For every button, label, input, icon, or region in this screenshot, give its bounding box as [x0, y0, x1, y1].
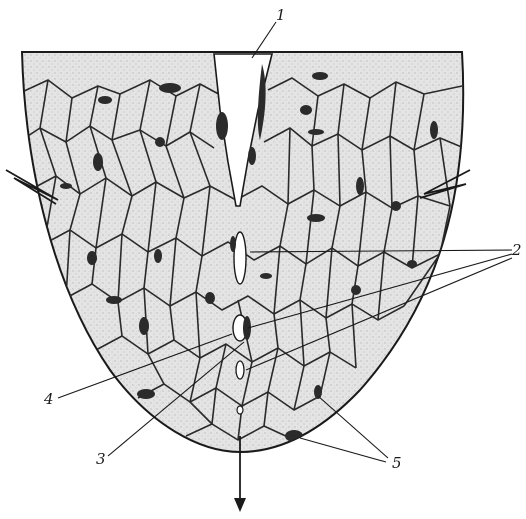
inclusion — [106, 296, 122, 304]
inclusion — [159, 83, 181, 93]
inclusion — [312, 72, 328, 80]
inclusion — [351, 285, 361, 295]
leader-line-5b — [300, 438, 386, 462]
inclusion — [154, 249, 162, 263]
pore — [237, 406, 243, 414]
inclusion — [300, 105, 312, 115]
inclusion — [139, 317, 149, 335]
inclusion — [216, 112, 228, 140]
inclusion — [260, 273, 272, 279]
label-4: 4 — [43, 390, 54, 408]
inclusion — [98, 96, 112, 104]
inclusion — [307, 214, 325, 222]
inclusion — [155, 137, 165, 147]
inclusion — [93, 153, 103, 171]
inclusion — [356, 177, 364, 195]
inclusion — [230, 236, 236, 252]
leader-line-5a — [318, 396, 388, 458]
label-2: 2 — [511, 241, 522, 259]
label-3: 3 — [96, 450, 106, 468]
inclusion — [60, 183, 72, 189]
inclusion — [87, 251, 97, 265]
label-1: 1 — [276, 6, 286, 24]
pore — [234, 232, 246, 284]
inclusion — [308, 129, 324, 135]
inclusion — [248, 147, 256, 165]
inclusion — [391, 201, 401, 211]
inclusion — [430, 121, 438, 139]
inclusion — [407, 260, 417, 268]
direction-arrow-head — [234, 498, 246, 512]
pore — [236, 361, 244, 379]
inclusion — [314, 385, 322, 399]
label-5: 5 — [392, 454, 402, 472]
inclusion — [193, 450, 203, 466]
inclusion — [137, 389, 155, 399]
inclusion — [205, 292, 215, 304]
